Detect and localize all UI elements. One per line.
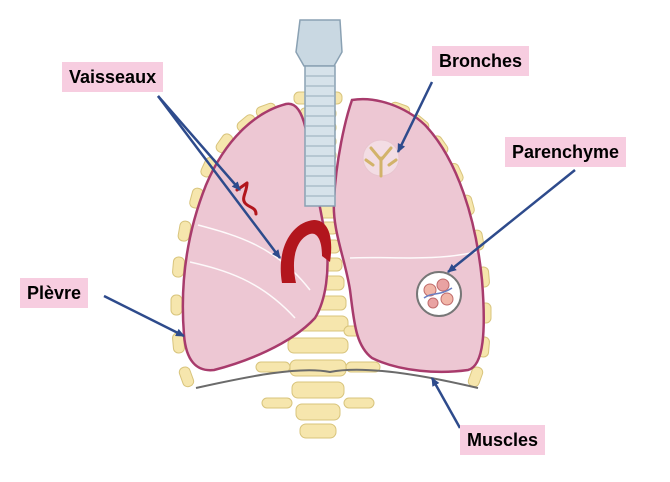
label-parenchyme: Parenchyme (505, 137, 627, 167)
arrow-bronches (396, 81, 434, 153)
label-bronches: Bronches (432, 46, 530, 76)
arrow-parenchyme (447, 169, 576, 273)
aortic-arch-vessel (280, 220, 332, 283)
pointer-arrows (103, 81, 576, 429)
trachea (295, 19, 343, 207)
label-plevre: Plèvre (20, 278, 89, 308)
arrow-vaisseaux-2 (157, 95, 281, 259)
parenchyma-inset (416, 271, 462, 317)
lung-fissures (189, 224, 477, 319)
diaphragm-muscle (195, 368, 479, 389)
left-lung (332, 97, 486, 374)
arrow-vaisseaux-1 (157, 95, 241, 191)
arrow-muscles (430, 377, 462, 429)
label-muscles: Muscles (460, 425, 546, 455)
label-vaisseaux: Vaisseaux (62, 62, 164, 92)
bronchus-inset (362, 139, 400, 178)
arrow-plevre (103, 294, 185, 338)
